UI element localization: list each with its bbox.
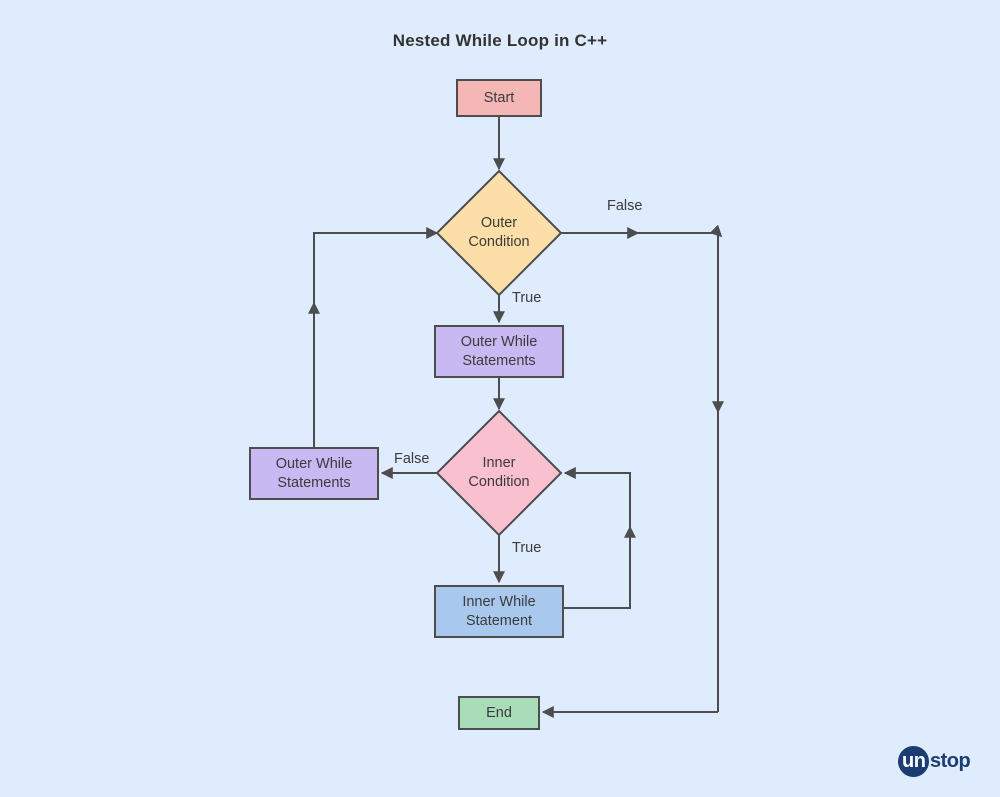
edge-label-outer-false: False [607,198,643,214]
node-inner-condition-shape[interactable] [435,409,563,537]
node-end-shape[interactable] [458,696,540,730]
edge-label-inner-true: True [512,540,542,556]
unstop-logo[interactable]: un stop [898,745,994,781]
node-inner-while-statement-shape[interactable] [434,585,564,638]
page-title: Nested While Loop in C++ [392,31,608,50]
edge-label-inner-false: False [394,451,430,467]
node-start-shape[interactable] [456,79,542,117]
edge-label-outer-true: True [512,290,542,306]
edge-left-outer-while-loopback [313,232,433,448]
node-outer-condition-shape[interactable] [435,169,563,297]
node-outer-while-statements-shape[interactable] [434,325,564,378]
edge-inner-while-loopback [563,467,631,609]
logo-text-un: un [902,750,926,772]
logo-text-stop: stop [930,750,971,772]
logo-circle-icon [898,746,929,777]
node-outer-while-statements-false-shape[interactable] [249,447,379,500]
